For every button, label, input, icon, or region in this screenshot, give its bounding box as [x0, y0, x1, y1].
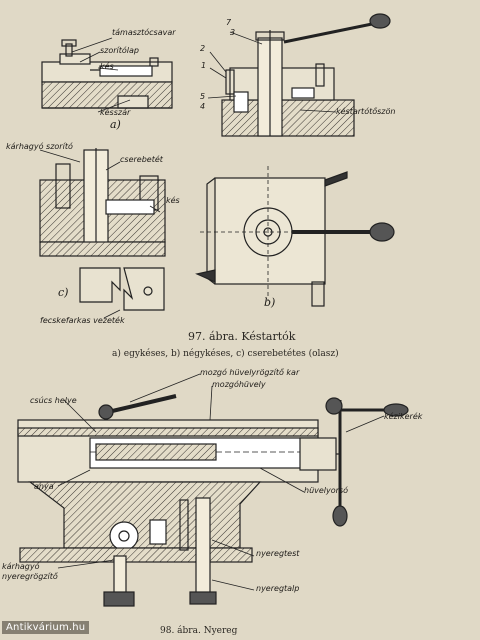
- drawing-b-plan-view: [195, 166, 395, 307]
- label-n2: 2: [200, 44, 206, 53]
- figure-98-title: 98. ábra. Nyereg: [160, 626, 238, 636]
- label-kezikerek: kézikerék: [384, 412, 423, 421]
- drawing-c-quick-change: [39, 148, 166, 311]
- subfigure-c: c): [58, 286, 69, 299]
- watermark: Antikvárium.hu: [2, 621, 90, 634]
- drawing-a-single-tool-holder: [41, 39, 173, 109]
- label-n7: 7: [226, 18, 232, 27]
- label-kes-a: kés: [100, 62, 114, 71]
- leader-lines: [39, 31, 385, 591]
- label-mozgo-huvelyrogzito-kar: mozgó hüvelyrögzítő kar: [200, 368, 300, 377]
- drawing-98-tailstock: [17, 394, 409, 607]
- subfigure-a: a): [110, 118, 121, 131]
- label-fecskefarkas: fecskefarkas vezeték: [40, 316, 125, 325]
- drawing-b-section: [221, 13, 391, 137]
- figure-97-subtitle: a) egykéses, b) négykéses, c) cserebetét…: [112, 349, 339, 359]
- label-kesszar: késszár: [100, 108, 131, 117]
- label-n1: 1: [201, 61, 207, 70]
- label-kestartotoszon: késtartótőszön: [336, 107, 396, 116]
- label-csucs-helye: csúcs helye: [30, 396, 77, 405]
- label-tamasztocsavar: támasztócsavar: [112, 28, 176, 37]
- label-huvelyorso: hüvelyorsó: [304, 486, 348, 495]
- label-nyeregtest: nyeregtest: [256, 549, 300, 558]
- label-karhagyo-szorito: kárhagyó szorító: [6, 142, 73, 151]
- label-mozgohuvely: mozgóhüvely: [212, 380, 266, 389]
- label-n5: 5: [200, 92, 206, 101]
- label-kes-c: kés: [166, 196, 180, 205]
- figure-97-title: 97. ábra. Késtartók: [188, 330, 296, 343]
- subfigure-b: b): [264, 296, 276, 309]
- label-karhagyo-nyeregrogzito: kárhagyó nyeregrögzítő: [2, 562, 58, 581]
- label-n4: 4: [200, 102, 206, 111]
- label-cserebetet: cserebetét: [120, 155, 163, 164]
- label-nyeregtalp: nyeregtalp: [256, 584, 300, 593]
- label-n3: 3: [230, 28, 236, 37]
- label-anya: anya: [34, 482, 54, 491]
- label-szoritolap: szorítólap: [100, 46, 140, 55]
